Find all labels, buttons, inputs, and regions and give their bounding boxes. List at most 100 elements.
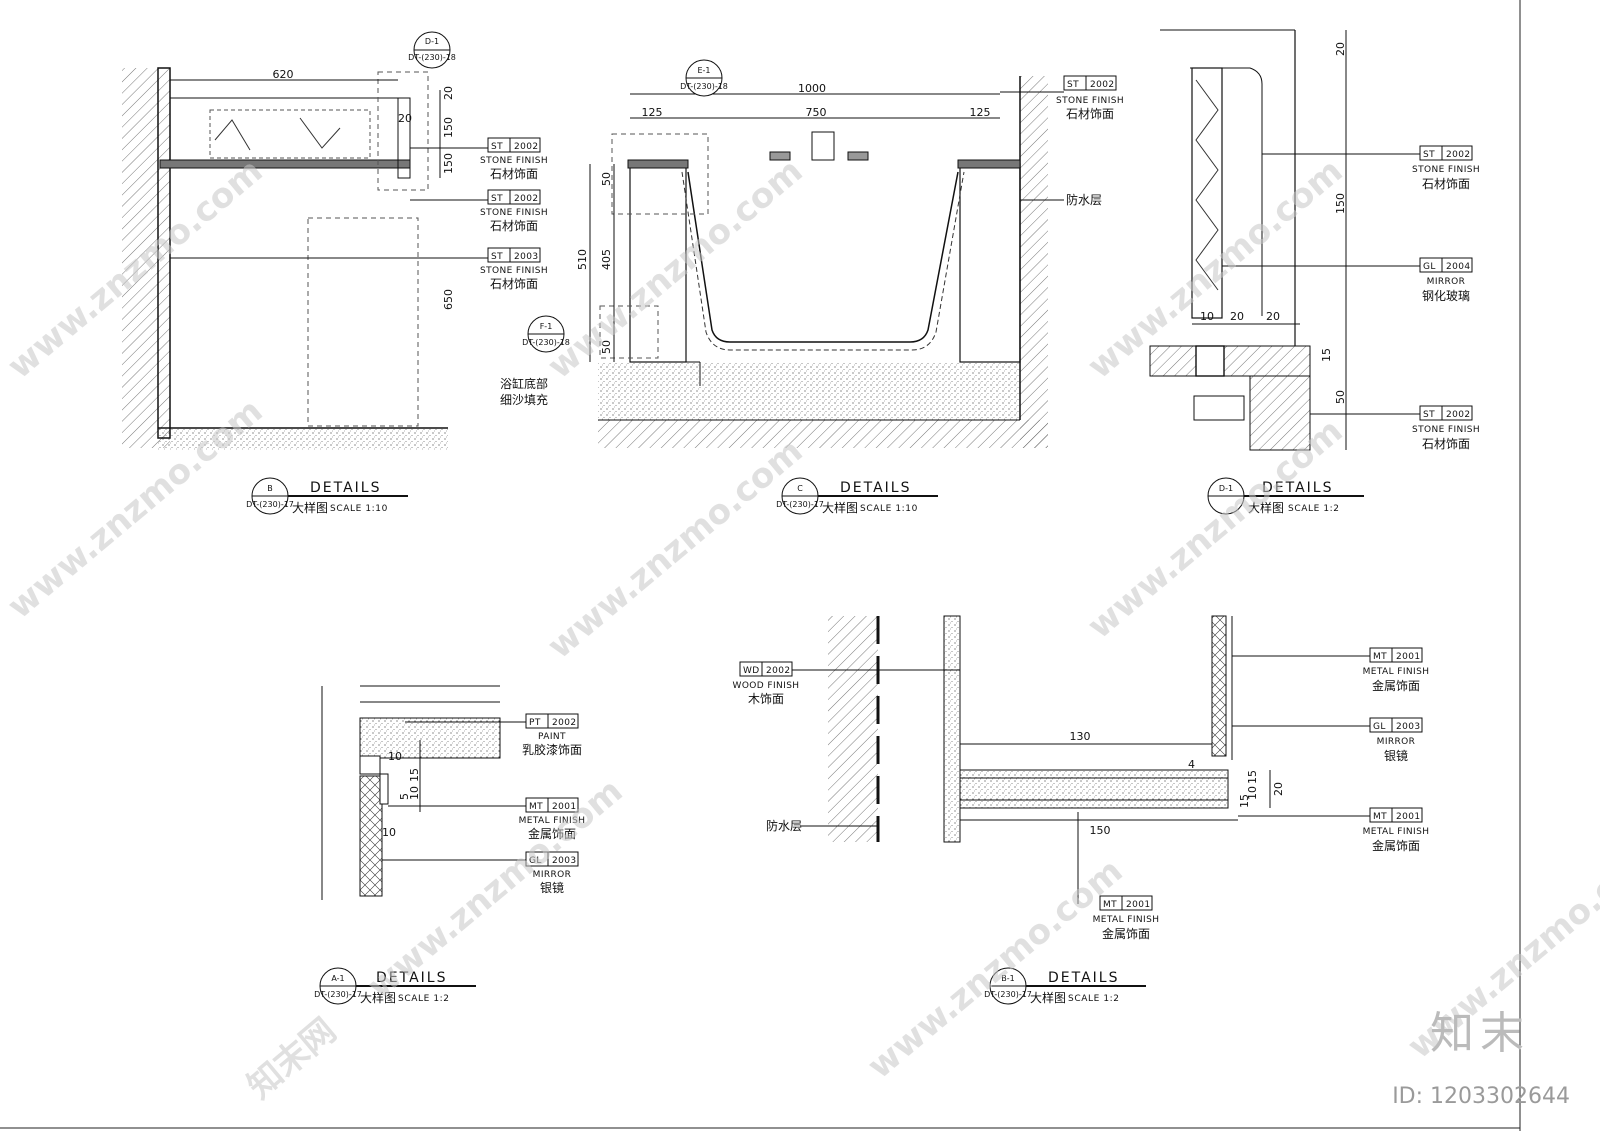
svg-text:50: 50 — [600, 340, 613, 354]
detail-d1: 20 150 10 20 20 15 50 — [1149, 29, 1420, 451]
svg-text:钢化玻璃: 钢化玻璃 — [1422, 289, 1470, 303]
svg-text:B: B — [267, 484, 273, 493]
svg-text:石材饰面: 石材饰面 — [490, 277, 538, 291]
svg-text:METAL FINISH: METAL FINISH — [1093, 915, 1160, 925]
svg-text:DT-(230)-18: DT-(230)-18 — [522, 338, 570, 347]
svg-text:DT-(230)-17: DT-(230)-17 — [776, 500, 824, 509]
svg-text:大样图: 大样图 — [292, 500, 328, 515]
callout-b-top-ref: DT-(230)-18 — [408, 53, 456, 62]
svg-text:5: 5 — [398, 793, 411, 800]
svg-text:2002: 2002 — [1446, 410, 1471, 420]
svg-text:2002: 2002 — [766, 666, 791, 676]
svg-text:2003: 2003 — [552, 856, 577, 866]
detail-c: 1000 125 750 125 510 405 50 50 — [576, 76, 1064, 448]
svg-text:MT: MT — [1103, 900, 1117, 910]
tag-d2: GL 2004 MIRROR 钢化玻璃 — [1419, 257, 1473, 303]
svg-text:www.znzmo.com: www.znzmo.com — [1080, 411, 1350, 647]
svg-text:www.znzmo.com: www.znzmo.com — [540, 431, 810, 667]
svg-text:ST: ST — [1067, 80, 1079, 90]
svg-text:15: 15 — [1238, 794, 1251, 808]
svg-text:MT: MT — [529, 802, 543, 812]
svg-text:PAINT: PAINT — [538, 732, 566, 742]
svg-text:大样图: 大样图 — [360, 990, 396, 1005]
dim-b-150: 150 — [442, 117, 455, 138]
svg-text:MT: MT — [1373, 652, 1387, 662]
svg-text:ST: ST — [1423, 410, 1435, 420]
svg-text:金属饰面: 金属饰面 — [1102, 926, 1150, 941]
brand-logo: 知末 — [1430, 1008, 1530, 1059]
svg-text:SCALE 1:2: SCALE 1:2 — [1288, 504, 1340, 514]
svg-text:大样图: 大样图 — [1030, 990, 1066, 1005]
svg-text:DT-(230)-18: DT-(230)-18 — [680, 82, 728, 91]
dim-b-620: 620 — [273, 68, 294, 81]
svg-text:2002: 2002 — [514, 194, 539, 204]
note-c-waterproof: 防水层 — [1066, 192, 1102, 207]
svg-text:50: 50 — [600, 172, 613, 186]
svg-text:DT-(230)-17: DT-(230)-17 — [984, 990, 1032, 999]
svg-text:DETAILS: DETAILS — [376, 970, 447, 986]
svg-text:2004: 2004 — [1446, 262, 1471, 272]
svg-text:2002: 2002 — [552, 718, 577, 728]
callout-c-top: E-1 DT-(230)-18 — [680, 59, 728, 97]
svg-text:510: 510 — [576, 249, 589, 270]
svg-text:石材饰面: 石材饰面 — [1422, 177, 1470, 191]
callout-c-left: F-1 DT-(230)-18 — [522, 315, 570, 353]
svg-text:F-1: F-1 — [540, 322, 553, 331]
note-e-waterproof: 防水层 — [766, 818, 802, 833]
svg-text:2002: 2002 — [1090, 80, 1115, 90]
svg-text:10: 10 — [388, 750, 402, 763]
svg-text:WOOD FINISH: WOOD FINISH — [733, 681, 800, 691]
watermarks: www.znzmo.com www.znzmo.com www.znzmo.co… — [0, 151, 1600, 1107]
svg-text:DT-(230)-17: DT-(230)-17 — [246, 500, 294, 509]
svg-text:A-1: A-1 — [331, 974, 344, 983]
svg-text:PT: PT — [529, 718, 541, 728]
svg-text:金属饰面: 金属饰面 — [1372, 678, 1420, 693]
svg-text:石材饰面: 石材饰面 — [490, 167, 538, 181]
tag-e5: MT 2001 METAL FINISH 金属饰面 — [1093, 895, 1160, 941]
svg-text:SCALE 1:10: SCALE 1:10 — [860, 504, 918, 514]
tag-e3: GL 2003 MIRROR 银镜 — [1369, 717, 1423, 763]
svg-text:金属饰面: 金属饰面 — [528, 826, 576, 841]
svg-text:SCALE 1:2: SCALE 1:2 — [398, 994, 450, 1004]
svg-text:ST: ST — [491, 194, 503, 204]
svg-text:GL: GL — [1373, 722, 1386, 732]
svg-text:150: 150 — [1090, 824, 1111, 837]
svg-text:20: 20 — [1266, 310, 1280, 323]
svg-text:DETAILS: DETAILS — [1262, 480, 1333, 496]
svg-text:MIRROR: MIRROR — [533, 870, 572, 880]
svg-text:STONE FINISH: STONE FINISH — [1412, 165, 1480, 175]
svg-text:2002: 2002 — [1446, 150, 1471, 160]
callout-b-top: D-1 DT-(230)-18 — [408, 31, 456, 69]
title-d1: D-1 DETAILS 大样图 SCALE 1:2 — [1207, 477, 1364, 515]
svg-text:METAL FINISH: METAL FINISH — [1363, 667, 1430, 677]
title-a1: A-1 DT-(230)-17 DETAILS 大样图 SCALE 1:2 — [314, 967, 476, 1005]
tag-c1: ST 2002 STONE FINISH 石材饰面 — [1056, 75, 1124, 121]
tag-e2: MT 2001 METAL FINISH 金属饰面 — [1363, 647, 1430, 693]
svg-text:METAL FINISH: METAL FINISH — [519, 816, 586, 826]
svg-text:ST: ST — [491, 142, 503, 152]
svg-text:大样图: 大样图 — [822, 500, 858, 515]
svg-text:D-1: D-1 — [1219, 484, 1233, 493]
tag-e4: MT 2001 METAL FINISH 金属饰面 — [1363, 807, 1429, 853]
svg-text:ST: ST — [1423, 150, 1435, 160]
svg-text:www.znzmo.com: www.znzmo.com — [860, 851, 1130, 1087]
tag-a1: PT 2002 PAINT 乳胶漆饰面 — [522, 713, 582, 757]
tag-b2: ST 2002 STONE FINISH 石材饰面 — [480, 189, 548, 233]
detail-b: 620 20 20 150 150 650 — [122, 67, 488, 450]
svg-text:150: 150 — [1334, 193, 1347, 214]
tag-b1: ST 2002 STONE FINISH 石材饰面 — [480, 137, 548, 181]
detail-a1: 10 15 10 5 10 — [321, 685, 526, 900]
title-b1: B-1 DT-(230)-17 DETAILS 大样图 SCALE 1:2 — [984, 967, 1146, 1005]
svg-text:4: 4 — [1188, 758, 1195, 771]
detail-b1: 130 150 4 15 10 15 20 — [790, 615, 1370, 904]
svg-text:乳胶漆饰面: 乳胶漆饰面 — [522, 742, 582, 757]
svg-text:2001: 2001 — [552, 802, 577, 812]
svg-text:DETAILS: DETAILS — [310, 480, 381, 496]
svg-text:WD: WD — [743, 666, 760, 676]
svg-text:750: 750 — [806, 106, 827, 119]
svg-text:金属饰面: 金属饰面 — [1372, 838, 1420, 853]
tag-b3: ST 2003 STONE FINISH 石材饰面 — [480, 247, 548, 291]
svg-text:DT-(230)-17: DT-(230)-17 — [314, 990, 362, 999]
svg-text:125: 125 — [970, 106, 991, 119]
